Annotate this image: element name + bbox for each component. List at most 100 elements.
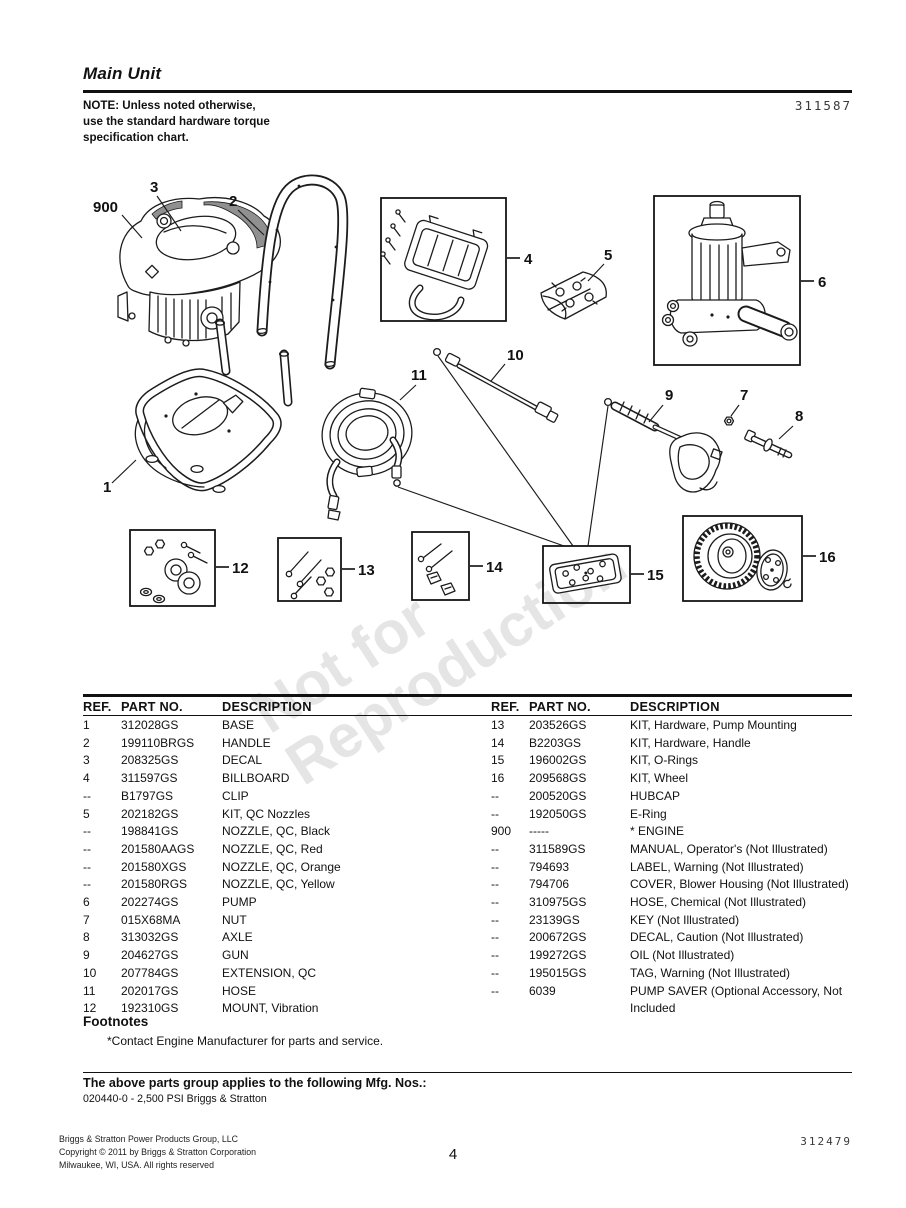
col-header-ref: REF. bbox=[491, 699, 520, 714]
part-number-cell: 204627GS bbox=[121, 948, 179, 963]
description-cell: NUT bbox=[222, 912, 247, 927]
callout-nut: 7 bbox=[730, 387, 748, 417]
description-cell: HOSE, Chemical (Not Illustrated) bbox=[630, 895, 807, 910]
part-number-cell: 794693 bbox=[529, 859, 570, 874]
description-cell: BILLBOARD bbox=[222, 771, 290, 786]
callout-oring-kit: 15 bbox=[631, 567, 664, 584]
callout-decal: 3 bbox=[150, 179, 182, 232]
description-cell: NOZZLE, QC, Red bbox=[222, 841, 323, 856]
description-cell: HANDLE bbox=[222, 735, 271, 750]
page-title: Main Unit bbox=[83, 64, 162, 83]
callout-engine: 900 bbox=[93, 199, 143, 239]
description-cell: KIT, Wheel bbox=[630, 771, 689, 786]
nut-illustration bbox=[723, 416, 735, 426]
description-cell: COVER, Blower Housing (Not Illustrated) bbox=[630, 877, 849, 892]
part-number-cell: 311589GS bbox=[529, 841, 586, 856]
footer-company-info: Briggs & Stratton Power Products Group, … bbox=[59, 1134, 257, 1170]
gun-illustration bbox=[603, 397, 723, 493]
svg-text:15: 15 bbox=[647, 567, 664, 584]
description-cell: GUN bbox=[222, 948, 249, 963]
description-cell: KIT, Hardware, Pump Mounting bbox=[630, 718, 797, 732]
table-top-rule bbox=[83, 694, 852, 698]
footnotes-title: Footnotes bbox=[83, 1014, 149, 1029]
description-cell: CLIP bbox=[222, 788, 249, 803]
table-header-row: REF. PART NO. DESCRIPTION bbox=[83, 699, 483, 714]
callout-base: 1 bbox=[103, 459, 137, 496]
ref-cell: -- bbox=[491, 930, 499, 945]
svg-text:16: 16 bbox=[819, 549, 836, 566]
part-number-cell: 198841GS bbox=[121, 824, 179, 839]
part-number-cell: 6039 bbox=[529, 983, 556, 998]
description-cell: EXTENSION, QC bbox=[222, 965, 317, 980]
axle-illustration bbox=[744, 429, 793, 459]
description-cell: DECAL bbox=[222, 753, 263, 768]
handle-hardware-illustration bbox=[411, 531, 470, 601]
callout-gun: 9 bbox=[648, 387, 673, 423]
callout-billboard: 4 bbox=[507, 251, 533, 268]
part-number-cell: 209568GS bbox=[529, 771, 587, 786]
svg-text:900: 900 bbox=[93, 199, 118, 216]
description-cell: * ENGINE bbox=[630, 824, 685, 839]
mfg-divider-rule bbox=[83, 1072, 852, 1074]
ref-cell: -- bbox=[491, 895, 499, 910]
hose-illustration bbox=[321, 387, 413, 521]
svg-text:10: 10 bbox=[507, 347, 524, 364]
ref-cell: 4 bbox=[83, 771, 90, 786]
extension-illustration bbox=[432, 347, 559, 423]
description-cell: MANUAL, Operator's (Not Illustrated) bbox=[630, 841, 828, 856]
part-number-cell: B2203GS bbox=[529, 735, 582, 750]
ref-cell: 5 bbox=[83, 806, 90, 821]
part-number-cell: 192310GS bbox=[121, 1001, 179, 1016]
description-cell: BASE bbox=[222, 718, 255, 732]
description-cell: OIL (Not Illustrated) bbox=[630, 948, 735, 963]
svg-text:1: 1 bbox=[103, 479, 111, 496]
svg-text:12: 12 bbox=[232, 560, 249, 577]
part-number-cell: 199110BRGS bbox=[121, 735, 195, 750]
col-header-partno: PART NO. bbox=[121, 699, 183, 714]
ref-cell: -- bbox=[83, 841, 91, 856]
ref-cell: 6 bbox=[83, 895, 90, 910]
ref-cell: -- bbox=[83, 788, 91, 803]
part-number-cell: 312028GS bbox=[121, 718, 179, 732]
part-number-cell: 313032GS bbox=[121, 930, 179, 945]
description-cell: DECAL, Caution (Not Illustrated) bbox=[630, 930, 804, 945]
svg-text:11: 11 bbox=[411, 367, 427, 384]
part-number-cell: 208325GS bbox=[121, 753, 179, 768]
col-header-ref: REF. bbox=[83, 699, 112, 714]
engine-illustration bbox=[117, 196, 281, 347]
ref-cell: 9 bbox=[83, 948, 90, 963]
callout-extension: 10 bbox=[490, 347, 524, 382]
torque-note: NOTE: Unless noted otherwise, use the st… bbox=[83, 99, 270, 144]
part-number-cell: 192050GS bbox=[529, 806, 587, 821]
ref-cell: 2 bbox=[83, 735, 90, 750]
description-cell: AXLE bbox=[222, 930, 253, 945]
callout-nozzle-kit: 5 bbox=[587, 247, 612, 282]
ref-cell: -- bbox=[491, 859, 499, 874]
pump-illustration bbox=[653, 195, 801, 366]
col-header-description: DESCRIPTION bbox=[222, 699, 312, 714]
part-number-cell: ----- bbox=[529, 824, 549, 839]
ref-cell: -- bbox=[491, 788, 499, 803]
description-cell: KIT, O-Rings bbox=[630, 753, 699, 768]
part-number-cell: 310975GS bbox=[529, 895, 587, 910]
callout-pump-hardware: 13 bbox=[342, 562, 375, 579]
page-number: 4 bbox=[448, 1146, 458, 1163]
description-cell: HUBCAP bbox=[630, 788, 681, 803]
wheel-kit-illustration bbox=[682, 515, 803, 602]
ref-cell: 11 bbox=[83, 983, 96, 998]
ref-cell: -- bbox=[491, 877, 499, 892]
callout-handle: 2 bbox=[229, 193, 265, 236]
footer-doc-number: 312479 bbox=[800, 1135, 852, 1148]
part-number-cell: 207784GS bbox=[121, 965, 179, 980]
footnote-item: *Contact Engine Manufacturer for parts a… bbox=[107, 1034, 384, 1048]
pump-hardware-illustration bbox=[277, 537, 342, 602]
mfg-heading: The above parts group applies to the fol… bbox=[83, 1076, 427, 1090]
svg-text:3: 3 bbox=[150, 179, 158, 196]
mfg-number-item: 020440-0 - 2,500 PSI Briggs & Stratton bbox=[83, 1093, 267, 1105]
ref-cell: -- bbox=[83, 877, 91, 892]
svg-text:9: 9 bbox=[665, 387, 673, 404]
ref-cell: 7 bbox=[83, 912, 90, 927]
part-number-cell: 203526GS bbox=[529, 718, 587, 732]
part-number-cell: 23139GS bbox=[529, 912, 580, 927]
